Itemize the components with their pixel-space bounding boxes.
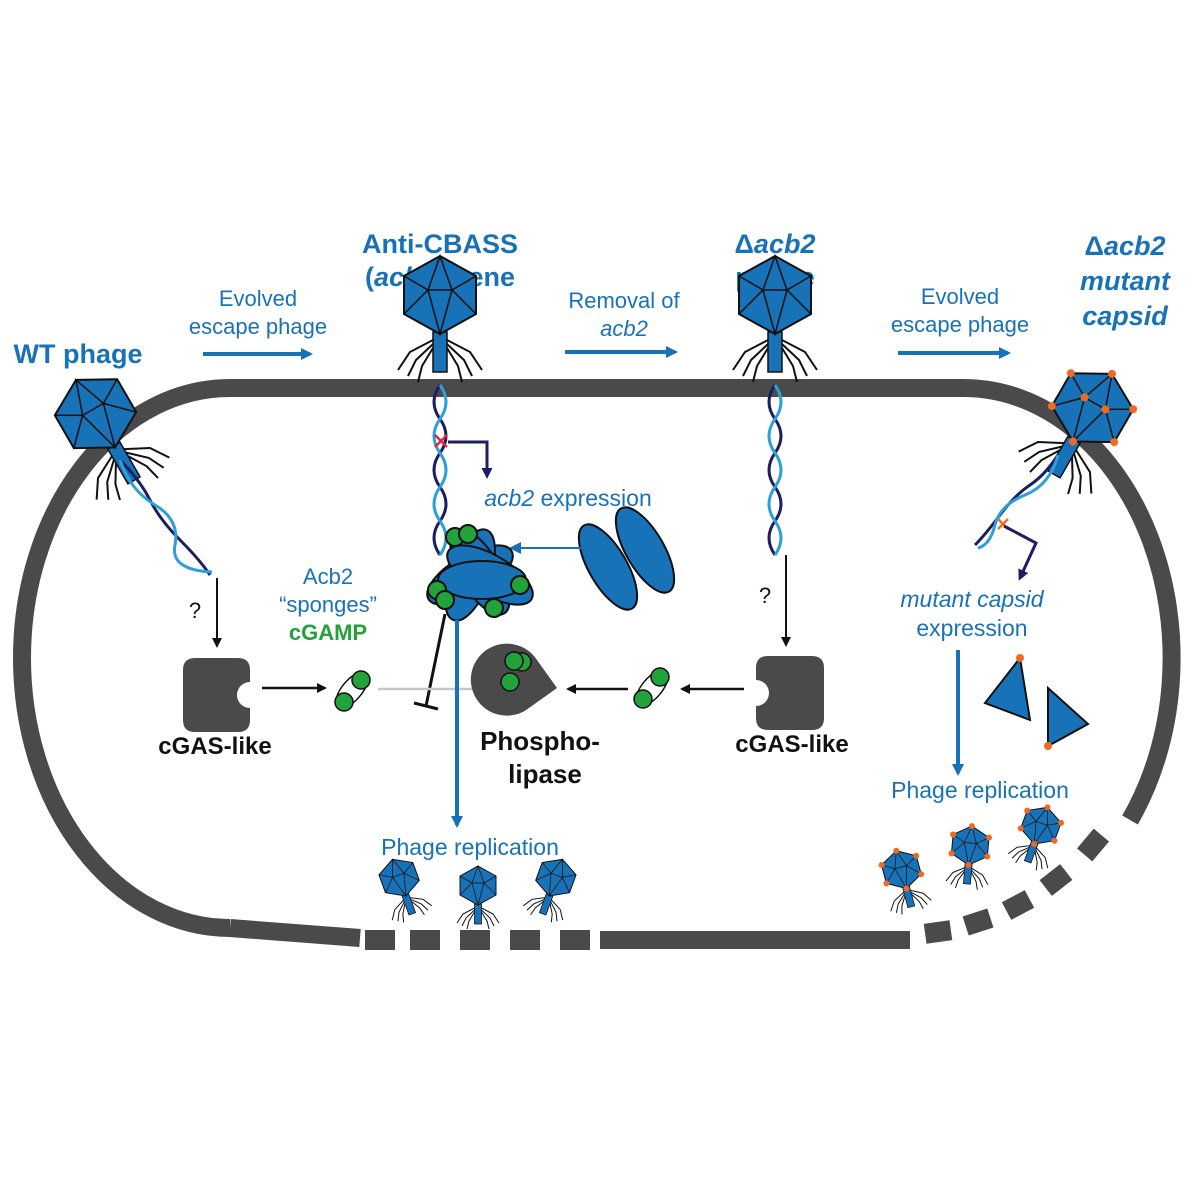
membrane-break-center — [365, 930, 590, 950]
membrane-right-cap — [964, 379, 1181, 825]
anti-cbass-phage-icon — [397, 255, 483, 383]
mutant-capsid-label: Δacb2 mutant capsid — [1080, 231, 1171, 331]
wt-phage-label: WT phage — [14, 339, 143, 369]
svg-text:Removal of: Removal of — [568, 288, 680, 313]
svg-text:expression: expression — [916, 615, 1027, 641]
cgamp-molecule-left — [334, 670, 371, 712]
svg-text:escape phage: escape phage — [891, 312, 1029, 337]
evolved-escape-label-2: Evolved escape phage — [891, 284, 1029, 337]
acb2-protein-monomers — [577, 506, 676, 611]
acb2-transcription-arrow — [448, 440, 493, 479]
question-mark-right: ? — [759, 583, 771, 608]
svg-text:escape phage: escape phage — [189, 314, 327, 339]
capsid-transcription-arrow — [1003, 524, 1038, 581]
svg-text:mutant capsid: mutant capsid — [900, 586, 1044, 612]
mutant-capsid-proteins — [983, 654, 1090, 750]
dacb2-dna-helix — [767, 384, 783, 556]
evolved-escape-label-1: Evolved escape phage — [189, 286, 327, 339]
acb2-expression-label: acb2 expression — [484, 485, 652, 511]
mutant-dna-helix — [973, 454, 1060, 550]
progeny-phages-center — [373, 852, 583, 929]
svg-text:cGAMP: cGAMP — [289, 620, 367, 645]
svg-text:mutant: mutant — [1080, 266, 1171, 296]
progeny-phages-right — [875, 797, 1068, 917]
cgamp-molecule-right — [633, 667, 670, 709]
inhibition-line — [413, 613, 447, 711]
phospholipase-enzyme — [470, 643, 557, 716]
svg-text:Acb2: Acb2 — [303, 564, 353, 589]
phospholipase-label: Phospho- lipase — [480, 726, 600, 789]
mutant-capsid-phage-icon — [1011, 351, 1150, 506]
svg-text:Anti-CBASS: Anti-CBASS — [362, 229, 518, 259]
svg-text:Evolved: Evolved — [921, 284, 999, 309]
dacb2-phage-icon — [732, 255, 818, 383]
cgas-right-label: cGAS-like — [735, 731, 848, 758]
acb2-cgamp-complex — [426, 524, 534, 622]
wt-dna-helix — [118, 458, 213, 576]
svg-text:Evolved: Evolved — [219, 286, 297, 311]
svg-text:Δacb2: Δacb2 — [1085, 231, 1166, 261]
phage-replication-center-label: Phage replication — [381, 834, 559, 860]
anti-cbass-dna-helix — [432, 384, 448, 556]
membrane-break-right — [923, 828, 1110, 944]
cgas-left-shape — [183, 658, 250, 732]
cgas-right-shape — [756, 656, 824, 730]
question-mark-left: ? — [189, 598, 201, 623]
sponge-label: Acb2 “sponges” cGAMP — [279, 564, 377, 645]
mutant-capsid-expression-label: mutant capsid expression — [900, 586, 1044, 641]
mutation-mark-acb2 — [434, 434, 448, 448]
svg-text:Δacb2: Δacb2 — [735, 229, 816, 259]
removal-label: Removal of acb2 — [568, 288, 680, 341]
cgas-left-label: cGAS-like — [158, 733, 271, 760]
svg-text:“sponges”: “sponges” — [279, 592, 377, 617]
svg-text:Phospho-: Phospho- — [480, 726, 600, 756]
svg-text:acb2: acb2 — [600, 316, 648, 341]
svg-text:capsid: capsid — [1082, 301, 1168, 331]
svg-text:lipase: lipase — [508, 759, 582, 789]
phage-replication-right-label: Phage replication — [891, 777, 1069, 803]
